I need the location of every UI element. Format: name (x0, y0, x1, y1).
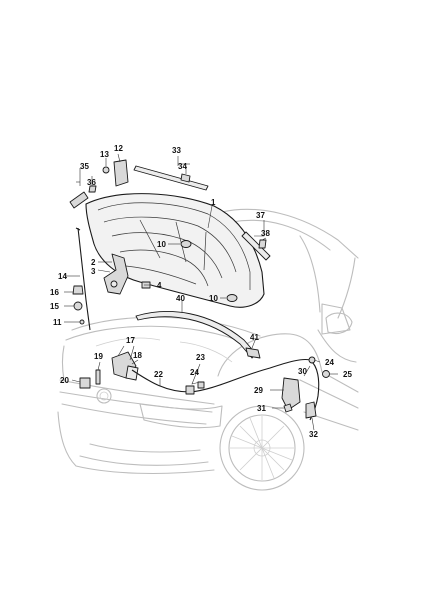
callout-17: 17 (126, 336, 135, 345)
callout-20: 20 (60, 376, 69, 385)
callout-37: 37 (256, 211, 265, 220)
callout-labels: 1 2 3 4 10 10 11 12 13 14 15 16 17 18 19… (50, 144, 352, 439)
callout-16: 16 (50, 288, 59, 297)
callout-24-center: 24 (190, 368, 199, 377)
engine-hood (85, 193, 265, 308)
vehicle-outline (57, 208, 359, 491)
callout-34: 34 (178, 162, 187, 171)
callout-24-right: 24 (325, 358, 334, 367)
callout-23: 23 (196, 353, 205, 362)
callout-12: 12 (114, 144, 123, 153)
callout-13: 13 (100, 150, 109, 159)
callout-10-upper: 10 (157, 240, 166, 249)
callout-25: 25 (343, 370, 352, 379)
callout-41: 41 (250, 333, 259, 342)
callout-31: 31 (257, 404, 266, 413)
callout-19: 19 (94, 352, 103, 361)
callout-30: 30 (298, 367, 307, 376)
callout-14: 14 (58, 272, 67, 281)
callout-15: 15 (50, 302, 59, 311)
callout-11: 11 (53, 318, 62, 327)
callout-33: 33 (172, 146, 181, 155)
callout-22: 22 (154, 370, 163, 379)
callout-38: 38 (261, 229, 270, 238)
callout-35: 35 (80, 162, 89, 171)
leader-lines (64, 153, 338, 431)
callout-32: 32 (309, 430, 318, 439)
callout-36: 36 (87, 178, 96, 187)
callout-3: 3 (91, 267, 96, 276)
callout-4: 4 (157, 281, 162, 290)
callout-10-lower: 10 (209, 294, 218, 303)
hood-parts (69, 159, 330, 421)
callout-29: 29 (254, 386, 263, 395)
callout-40: 40 (176, 294, 185, 303)
callout-18: 18 (133, 351, 142, 360)
callout-2: 2 (91, 258, 96, 267)
callout-1: 1 (211, 198, 216, 207)
